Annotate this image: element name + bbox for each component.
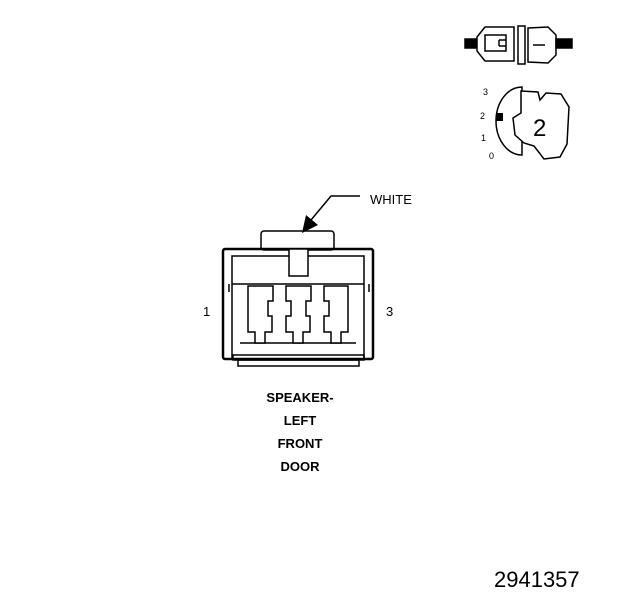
connector-caption: SPEAKER- LEFT FRONT DOOR bbox=[230, 386, 370, 478]
figure-number: 2941357 bbox=[494, 567, 580, 592]
pin-cavity bbox=[285, 285, 312, 344]
wire-color-label: WHITE bbox=[370, 192, 412, 207]
caption-line: FRONT bbox=[277, 436, 323, 451]
pin-number-right: 3 bbox=[386, 304, 394, 319]
orientation-tick-3: 3 bbox=[483, 87, 489, 97]
caption-line: DOOR bbox=[280, 459, 320, 474]
orientation-tick-2: 2 bbox=[480, 111, 486, 121]
pin-cavity bbox=[247, 285, 274, 344]
orientation-position-number: 2 bbox=[533, 115, 547, 142]
pin-cavity bbox=[323, 285, 349, 344]
orientation-tick-1: 1 bbox=[481, 133, 487, 143]
orientation-key-icon bbox=[495, 86, 570, 160]
orientation-tick-0: 0 bbox=[489, 151, 495, 161]
mating-connector-icon bbox=[464, 25, 573, 65]
caption-line: SPEAKER- bbox=[266, 390, 334, 405]
caption-line: LEFT bbox=[283, 413, 317, 428]
pin-number-left: 1 bbox=[203, 304, 211, 319]
wire-color-leader bbox=[302, 195, 360, 233]
